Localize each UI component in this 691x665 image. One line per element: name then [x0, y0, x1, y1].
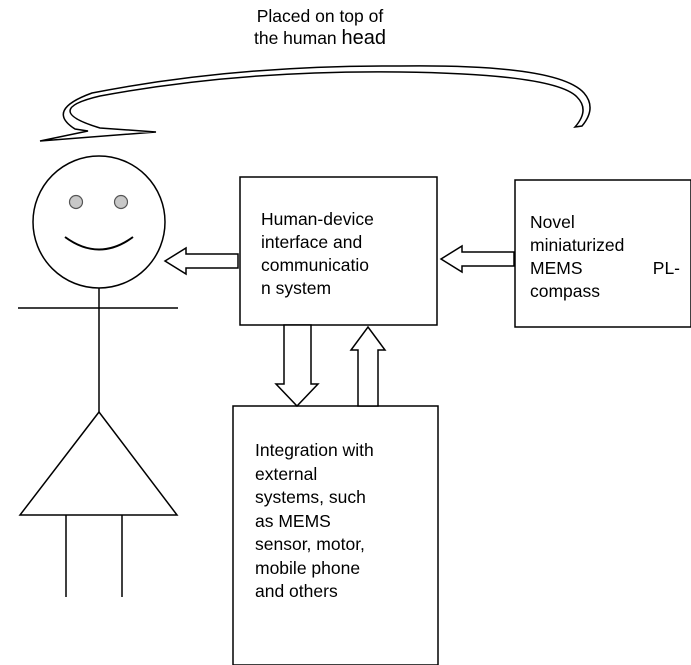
interface-line-1: Human-device [261, 209, 374, 229]
integration-box [232, 405, 439, 665]
arrow-interface-to-integration [274, 324, 320, 408]
smile [64, 236, 134, 251]
integration-line-7: and others [255, 581, 338, 601]
compass-line-3-right: PL- [652, 258, 680, 278]
integration-line-1: Integration with [255, 440, 374, 460]
integration-box-text: Integration with external systems, such … [255, 439, 374, 604]
interface-line-2: interface and [261, 232, 363, 252]
right-eye [113, 194, 129, 210]
compass-box-text: Novel miniaturized MEMS PL- compass [530, 211, 680, 303]
compass-line-4: compass [530, 281, 601, 301]
integration-line-4: as MEMS [255, 510, 331, 531]
caption-line-2-emphasis: head [341, 26, 387, 49]
caption-line-2-prefix: the human [253, 27, 342, 48]
integration-line-2: external [255, 463, 318, 484]
interface-line-3: communicatio [261, 255, 369, 275]
interface-box [239, 176, 438, 326]
skirt-triangle [18, 410, 179, 516]
compass-box [514, 179, 691, 328]
caption-line-1: Placed on top of [256, 6, 384, 26]
human-head [32, 155, 166, 289]
caption: Placed on top of the human head [205, 6, 435, 49]
curved-arrow [39, 65, 591, 142]
integration-line-6: mobile phone [255, 557, 361, 578]
left-eye [68, 194, 84, 210]
compass-line-1: Novel [530, 212, 575, 232]
interface-box-text: Human-device interface and communicatio … [261, 208, 374, 300]
arrow-integration-to-interface [349, 325, 387, 407]
caption-line-2: the human head [205, 26, 435, 50]
arrow-interface-to-human [163, 246, 239, 276]
integration-line-3: systems, such [255, 487, 366, 507]
compass-line-2: miniaturized [530, 235, 625, 255]
integration-line-5: sensor, motor, [255, 534, 365, 554]
compass-line-3-left: MEMS [530, 258, 583, 278]
arrow-compass-to-interface [439, 244, 515, 274]
compass-line-3: MEMS PL- [530, 257, 680, 280]
human-figure [18, 155, 179, 597]
interface-line-4: n system [261, 278, 332, 298]
